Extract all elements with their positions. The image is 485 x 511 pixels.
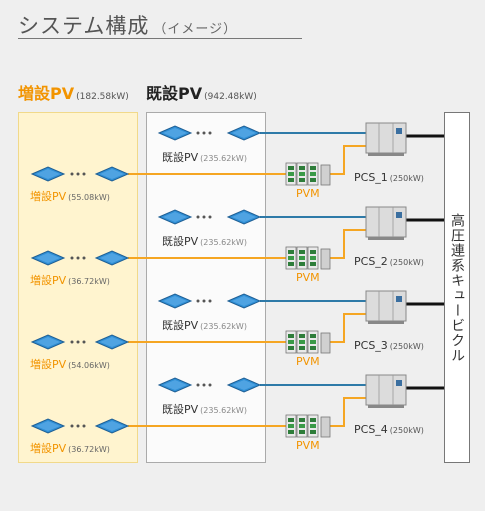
existing-pv-panel-4b	[226, 377, 262, 393]
header-new-pv-name: 増設PV	[18, 84, 75, 103]
existing-pv-label-2-name: 既設PV	[162, 235, 199, 248]
existing-pv-label-1-name: 既設PV	[162, 151, 199, 164]
title-main: システム構成	[18, 14, 150, 38]
existing-pv-panel-2a	[157, 209, 193, 225]
pvm-2	[285, 246, 331, 270]
existing-pv-dots-3	[196, 299, 212, 303]
pvm-1	[285, 162, 331, 186]
pvm-pcs-line-3	[330, 313, 366, 343]
pvm-label-2-name: PVM	[296, 271, 320, 284]
pvm-label-3: PVM	[296, 355, 320, 368]
pcs-1	[365, 122, 407, 156]
new-pv-label-2-name: 増設PV	[30, 274, 67, 287]
pcs-label-4: PCS_4(250kW)	[354, 423, 424, 436]
new-pv-label-1-name: 増設PV	[30, 190, 67, 203]
existing-pv-panel-2b	[226, 209, 262, 225]
existing-pv-panel-4a	[157, 377, 193, 393]
grid-cubicle-label: 高圧連系キュービクル	[449, 212, 465, 363]
header-existing-pv-capacity: (942.48kW)	[204, 92, 257, 102]
existing-pv-label-2: 既設PV(235.62kW)	[162, 233, 247, 249]
existing-pv-label-3-capacity: (235.62kW)	[200, 322, 247, 331]
existing-pv-dots-2	[196, 215, 212, 219]
new-pv-label-4-name: 増設PV	[30, 442, 67, 455]
pvm-label-4: PVM	[296, 439, 320, 452]
existing-pv-label-3-name: 既設PV	[162, 319, 199, 332]
pvm-label-4-name: PVM	[296, 439, 320, 452]
pvm-4	[285, 414, 331, 438]
new-pv-panel-4a	[30, 418, 66, 434]
new-pv-panel-2b	[94, 250, 130, 266]
title-sub: （イメージ）	[153, 22, 238, 37]
new-pv-label-2-capacity: (36.72kW)	[68, 277, 110, 286]
pvm-pcs-line-4	[330, 397, 366, 427]
existing-pv-label-2-capacity: (235.62kW)	[200, 238, 247, 247]
pcs-label-1-capacity: (250kW)	[389, 174, 424, 183]
pcs-3	[365, 290, 407, 324]
header-existing-pv-name: 既設PV	[146, 84, 203, 103]
new-pv-dots-2	[70, 256, 86, 260]
pvm-label-1: PVM	[296, 187, 320, 200]
pcs-4	[365, 374, 407, 408]
new-pv-panel-3a	[30, 334, 66, 350]
existing-pv-label-1-capacity: (235.62kW)	[200, 154, 247, 163]
existing-pv-panel-1a	[157, 125, 193, 141]
existing-pv-panel-1b	[226, 125, 262, 141]
new-pv-dots-1	[70, 172, 86, 176]
pcs-label-3: PCS_3(250kW)	[354, 339, 424, 352]
pcs-label-2: PCS_2(250kW)	[354, 255, 424, 268]
existing-pv-dots-1	[196, 131, 212, 135]
new-pv-label-4: 増設PV(36.72kW)	[30, 440, 110, 456]
pcs-label-2-capacity: (250kW)	[389, 258, 424, 267]
existing-pv-dots-4	[196, 383, 212, 387]
new-pv-label-3-name: 増設PV	[30, 358, 67, 371]
new-pv-label-1-capacity: (55.08kW)	[68, 193, 110, 202]
grid-cubicle: 高圧連系キュービクル	[444, 112, 470, 463]
new-pv-label-3-capacity: (54.06kW)	[68, 361, 110, 370]
pvm-pcs-line-1	[330, 145, 366, 175]
new-pv-panel-4b	[94, 418, 130, 434]
new-pv-label-3: 増設PV(54.06kW)	[30, 356, 110, 372]
pcs-label-4-capacity: (250kW)	[389, 426, 424, 435]
page-title: システム構成（イメージ）	[18, 10, 237, 40]
header-new-pv-capacity: (182.58kW)	[76, 92, 129, 102]
pcs-label-1-name: PCS_1	[354, 171, 388, 184]
new-pv-label-4-capacity: (36.72kW)	[68, 445, 110, 454]
new-pv-label-2: 増設PV(36.72kW)	[30, 272, 110, 288]
new-pv-label-1: 増設PV(55.08kW)	[30, 188, 110, 204]
pvm-label-2: PVM	[296, 271, 320, 284]
header-new-pv: 増設PV(182.58kW)	[18, 80, 129, 104]
existing-pv-label-4-capacity: (235.62kW)	[200, 406, 247, 415]
existing-pv-label-4: 既設PV(235.62kW)	[162, 401, 247, 417]
pcs-2	[365, 206, 407, 240]
existing-pv-label-1: 既設PV(235.62kW)	[162, 149, 247, 165]
pcs-label-1: PCS_1(250kW)	[354, 171, 424, 184]
new-pv-panel-1b	[94, 166, 130, 182]
existing-pv-label-3: 既設PV(235.62kW)	[162, 317, 247, 333]
new-pv-panel-1a	[30, 166, 66, 182]
existing-pv-panel-3b	[226, 293, 262, 309]
pcs-label-2-name: PCS_2	[354, 255, 388, 268]
pvm-label-3-name: PVM	[296, 355, 320, 368]
existing-pv-panel-3a	[157, 293, 193, 309]
pcs-label-4-name: PCS_4	[354, 423, 388, 436]
pcs-label-3-name: PCS_3	[354, 339, 388, 352]
new-pv-panel-3b	[94, 334, 130, 350]
new-pv-panel-2a	[30, 250, 66, 266]
pvm-3	[285, 330, 331, 354]
existing-pv-label-4-name: 既設PV	[162, 403, 199, 416]
pvm-pcs-line-2	[330, 229, 366, 259]
new-pv-dots-3	[70, 340, 86, 344]
existing-pv-area	[146, 112, 266, 463]
pcs-label-3-capacity: (250kW)	[389, 342, 424, 351]
header-existing-pv: 既設PV(942.48kW)	[146, 80, 257, 104]
new-pv-dots-4	[70, 424, 86, 428]
pvm-label-1-name: PVM	[296, 187, 320, 200]
title-underline	[18, 38, 302, 39]
